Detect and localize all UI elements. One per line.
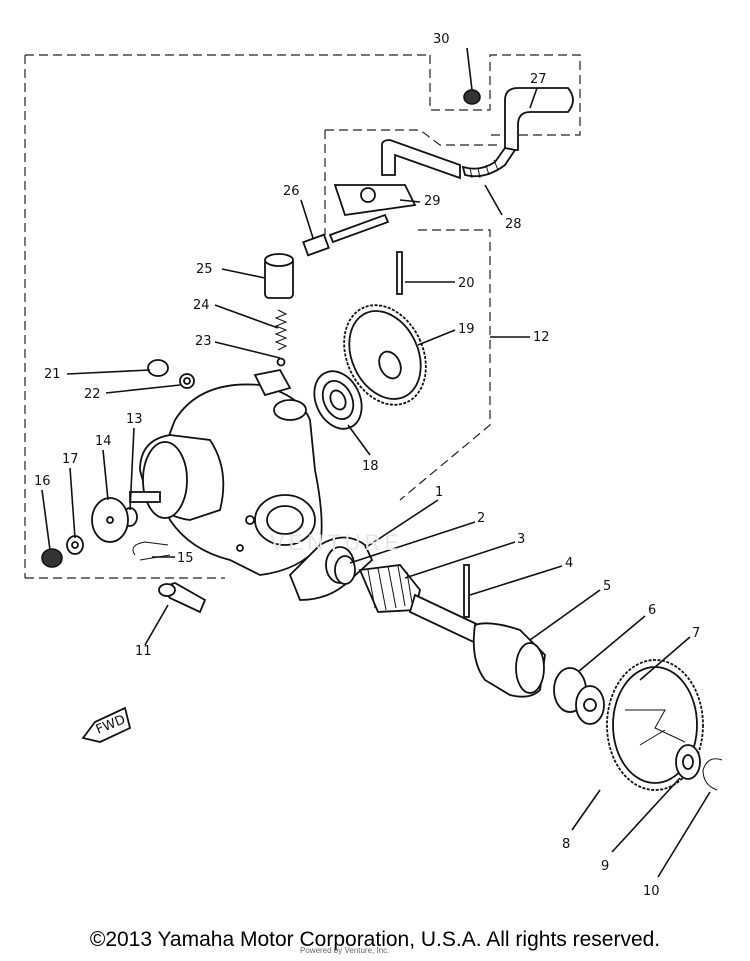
- part-19-gear: [343, 304, 427, 406]
- part-6-washer: [553, 667, 605, 725]
- callout-2: 2: [477, 511, 485, 526]
- callout-17: 17: [62, 452, 79, 467]
- part-11-bolt: [158, 582, 207, 614]
- callout-20: 20: [458, 276, 475, 291]
- copyright-notice: ©2013 Yamaha Motor Corporation, U.S.A. A…: [89, 928, 661, 951]
- callout-12: 12: [533, 330, 550, 345]
- part-24-spring: [274, 309, 288, 351]
- part-5-shaft: [408, 593, 546, 698]
- part-30-nut: [463, 89, 481, 105]
- callout-26: 26: [283, 184, 300, 199]
- leader-lines: [41, 47, 711, 878]
- part-16-nut: [41, 548, 63, 568]
- part-17-washer: [66, 535, 84, 555]
- part-26-fitting: [302, 233, 330, 257]
- callout-11: 11: [135, 644, 152, 659]
- part-21-screw: [147, 359, 169, 377]
- callout-6: 6: [648, 603, 656, 618]
- callout-29: 29: [424, 194, 441, 209]
- assembly-boundary: [24, 54, 581, 579]
- callout-18: 18: [362, 459, 379, 474]
- callout-22: 22: [84, 387, 101, 402]
- callout-24: 24: [193, 298, 210, 313]
- callout-9: 9: [601, 859, 609, 874]
- callout-25: 25: [196, 262, 213, 277]
- callout-16: 16: [34, 474, 51, 489]
- callout-3: 3: [517, 532, 525, 547]
- part-22-washer: [179, 373, 195, 389]
- callout-numbers: 30 27 29 28 26 25 24 23 20 19 12 21 22 1…: [34, 32, 700, 899]
- part-3-worm-gear: [358, 564, 421, 613]
- callout-21: 21: [44, 367, 61, 382]
- callout-13: 13: [126, 412, 143, 427]
- pump-body: [129, 368, 323, 576]
- callout-23: 23: [195, 334, 212, 349]
- callout-30: 30: [433, 32, 450, 47]
- part-25-plug: [264, 253, 294, 299]
- callout-15: 15: [177, 551, 194, 566]
- callout-5: 5: [603, 579, 611, 594]
- callout-10: 10: [643, 884, 660, 899]
- callout-8: 8: [562, 837, 570, 852]
- watermark-note: Powered by Venture, Inc.: [300, 946, 390, 955]
- part-14-cover: [91, 497, 129, 543]
- part-2-washer: [334, 555, 356, 585]
- part-28-hose: [461, 147, 517, 179]
- part-29-banjo-pipe: [328, 139, 461, 244]
- callout-14: 14: [95, 434, 112, 449]
- part-10-circlip: [702, 758, 723, 791]
- callout-1: 1: [435, 485, 443, 500]
- callout-27: 27: [530, 72, 547, 87]
- fwd-arrow-tag: FWD: [81, 706, 132, 743]
- part-20-pin: [396, 251, 403, 295]
- callout-19: 19: [458, 322, 475, 337]
- part-18-bearing: [313, 370, 363, 430]
- part-9-washer: [675, 744, 701, 780]
- watermark: VENTURE: [270, 530, 404, 555]
- part-23-ball: [276, 357, 286, 367]
- part-4-pin: [463, 564, 470, 618]
- callout-28: 28: [505, 217, 522, 232]
- part-27-bent-pipe: [504, 87, 574, 151]
- callout-4: 4: [565, 556, 573, 571]
- callout-7: 7: [692, 626, 700, 641]
